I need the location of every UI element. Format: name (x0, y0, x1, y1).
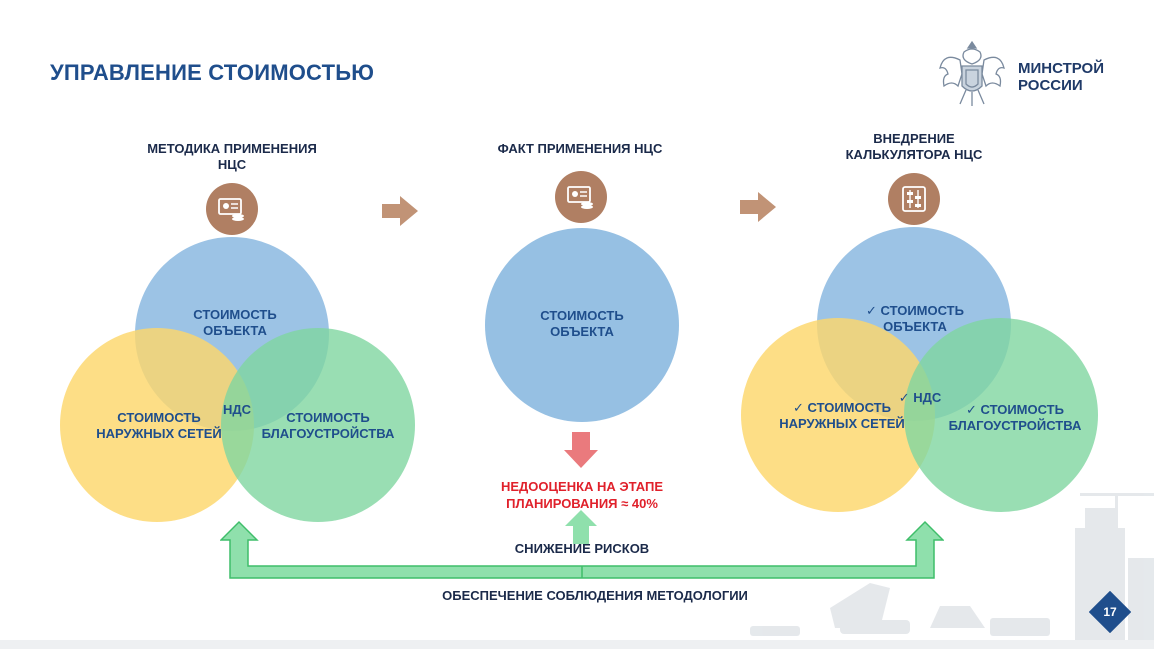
section-icon-fact (555, 171, 607, 223)
arrow-down-icon (564, 432, 598, 468)
bottom-strip (0, 640, 1154, 649)
section-title-fact: ФАКТ ПРИМЕНЕНИЯ НЦС (497, 141, 663, 156)
fact-circle-object (485, 228, 679, 422)
section-icon-calculator (888, 173, 940, 225)
venn3-label-networks: ✓ СТОИМОСТЬ НАРУЖНЫХ СЕТЕЙ (779, 400, 905, 431)
venn1-circle-landscaping (221, 328, 415, 522)
methodology-label: ОБЕСПЕЧЕНИЕ СОБЛЮДЕНИЯ МЕТОДОЛОГИИ (442, 588, 748, 603)
document-coins-icon (567, 186, 593, 209)
methodology-bracket-arrow (220, 520, 944, 579)
risk-reduction-label: СНИЖЕНИЕ РИСКОВ (514, 541, 650, 556)
calculator-icon (902, 186, 926, 212)
page-number-badge (1089, 591, 1131, 633)
logo-text: МИНСТРОЙ РОССИИ (1018, 60, 1104, 94)
venn3-label-vat: ✓ НДС (898, 390, 942, 405)
coat-of-arms-icon (939, 40, 1005, 106)
venn3-label-landscaping: ✓ СТОИМОСТЬ БЛАГОУСТРОЙСТВА (948, 402, 1082, 433)
page-number: 17 (1103, 605, 1117, 619)
fact-label-object: СТОИМОСТЬ ОБЪЕКТА (540, 308, 624, 339)
section-icon-methodology (206, 183, 258, 235)
venn3-label-object: ✓ СТОИМОСТЬ ОБЪЕКТА (866, 303, 964, 334)
arrow-right-icon (740, 192, 776, 222)
section-title-calculator: ВНЕДРЕНИЕ КАЛЬКУЛЯТОРА НЦС (845, 131, 983, 162)
underestimate-note: НЕДООЦЕНКА НА ЭТАПЕ ПЛАНИРОВАНИЯ ≈ 40% (500, 479, 664, 511)
arrow-up-icon (565, 510, 597, 544)
venn3-circle-landscaping (904, 318, 1098, 512)
venn1-label-vat: НДС (222, 402, 252, 417)
venn3-circle-networks (741, 318, 935, 512)
section-title-methodology: МЕТОДИКА ПРИМЕНЕНИЯ НЦС (147, 141, 317, 172)
page-title: УПРАВЛЕНИЕ СТОИМОСТЬЮ (50, 60, 375, 85)
venn1-label-networks: СТОИМОСТЬ НАРУЖНЫХ СЕТЕЙ (96, 410, 222, 441)
venn1-label-object: СТОИМОСТЬ ОБЪЕКТА (193, 307, 277, 338)
venn1-label-landscaping: СТОИМОСТЬ БЛАГОУСТРОЙСТВА (261, 410, 395, 441)
arrow-right-icon (382, 196, 418, 226)
document-coins-icon (218, 198, 244, 221)
